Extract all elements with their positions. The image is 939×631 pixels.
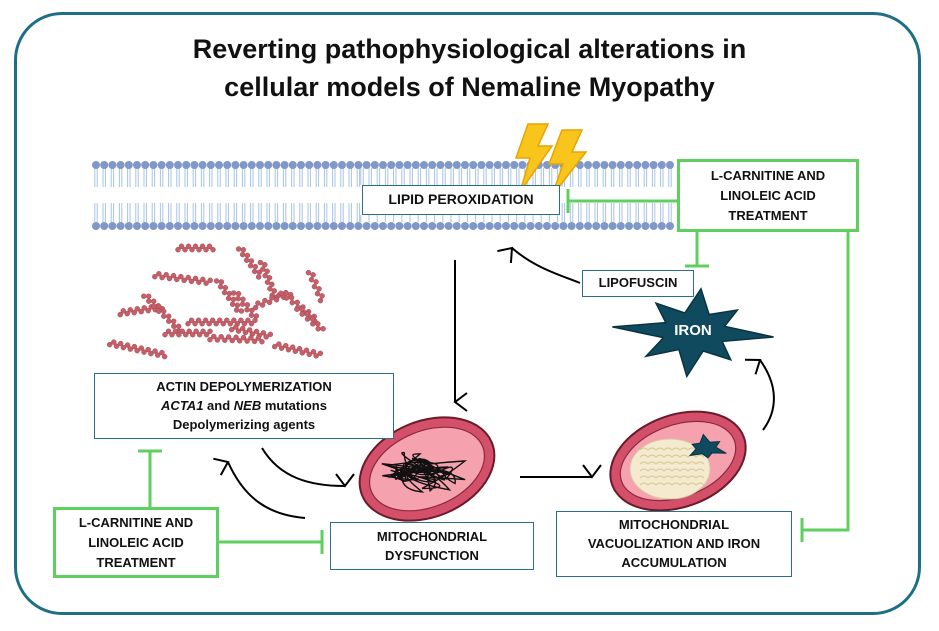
iron-label: IRON — [674, 322, 712, 339]
mito-dysfunction-line-2: DYSFUNCTION — [385, 548, 479, 563]
mito-vacuolization-line-1: MITOCHONDRIAL — [618, 517, 730, 532]
lipofuscin-label: LIPOFUSCIN — [598, 275, 678, 290]
arrow-to-iron — [744, 358, 775, 431]
vacuolized-mitochondrion-icon — [609, 410, 747, 512]
title-line-1: Reverting pathophysiological alterations… — [192, 34, 747, 64]
treatment-top-line-3: TREATMENT — [728, 208, 808, 223]
arrow-actin-to-mito — [261, 447, 355, 488]
mitochondrial-vacuolization-box: MITOCHONDRIAL VACUOLIZATION AND IRON ACC… — [556, 511, 792, 577]
treatment-bottom-line-3: TREATMENT — [96, 555, 176, 570]
lipofuscin-box: LIPOFUSCIN — [582, 270, 694, 297]
treatment-top-line-2: LINOLEIC ACID — [720, 188, 816, 203]
diagram-title: Reverting pathophysiological alterations… — [0, 30, 939, 106]
lipid-peroxidation-box: LIPID PEROXIDATION — [362, 185, 560, 215]
actin-line-3: Depolymerizing agents — [172, 417, 316, 432]
arrow-lipofuscin-to-peroxidation — [497, 246, 581, 284]
acta1-gene: ACTA1 — [161, 398, 204, 413]
arrow-mito-to-actin — [213, 457, 306, 519]
treatment-bottom-box: L-CARNITINE AND LINOLEIC ACID TREATMENT — [53, 507, 219, 578]
iron-star-icon — [612, 287, 774, 379]
actin-mutations: mutations — [261, 398, 327, 413]
actin-line-1: ACTIN DEPOLYMERIZATION — [156, 379, 332, 394]
actin-and: and — [203, 398, 234, 413]
actin-depolymerization-box: ACTIN DEPOLYMERIZATION ACTA1 and NEB mut… — [94, 373, 394, 439]
mitochondrial-dysfunction-box: MITOCHONDRIAL DYSFUNCTION — [330, 522, 534, 570]
lipid-peroxidation-label: LIPID PEROXIDATION — [388, 191, 534, 207]
title-line-2: cellular models of Nemaline Myopathy — [224, 72, 715, 102]
neb-gene: NEB — [233, 398, 262, 413]
treatment-top-box: L-CARNITINE AND LINOLEIC ACID TREATMENT — [677, 159, 859, 232]
treatment-bottom-line-1: L-CARNITINE AND — [78, 515, 194, 530]
mito-vacuolization-line-2: VACUOLIZATION AND IRON — [587, 536, 761, 551]
treatment-top-line-1: L-CARNITINE AND — [710, 168, 826, 183]
actin-line-2: ACTA1 and NEB mutations — [95, 396, 393, 415]
lightning-icon — [514, 123, 588, 197]
mito-vacuolization-line-3: ACCUMULATION — [621, 555, 727, 570]
mito-dysfunction-line-1: MITOCHONDRIAL — [376, 529, 488, 544]
actin-filament-icon — [106, 243, 326, 360]
inhibition-lines — [138, 189, 850, 554]
treatment-bottom-line-2: LINOLEIC ACID — [88, 535, 184, 550]
cell-membrane — [92, 161, 674, 230]
mitochondrion-icon — [358, 416, 496, 522]
